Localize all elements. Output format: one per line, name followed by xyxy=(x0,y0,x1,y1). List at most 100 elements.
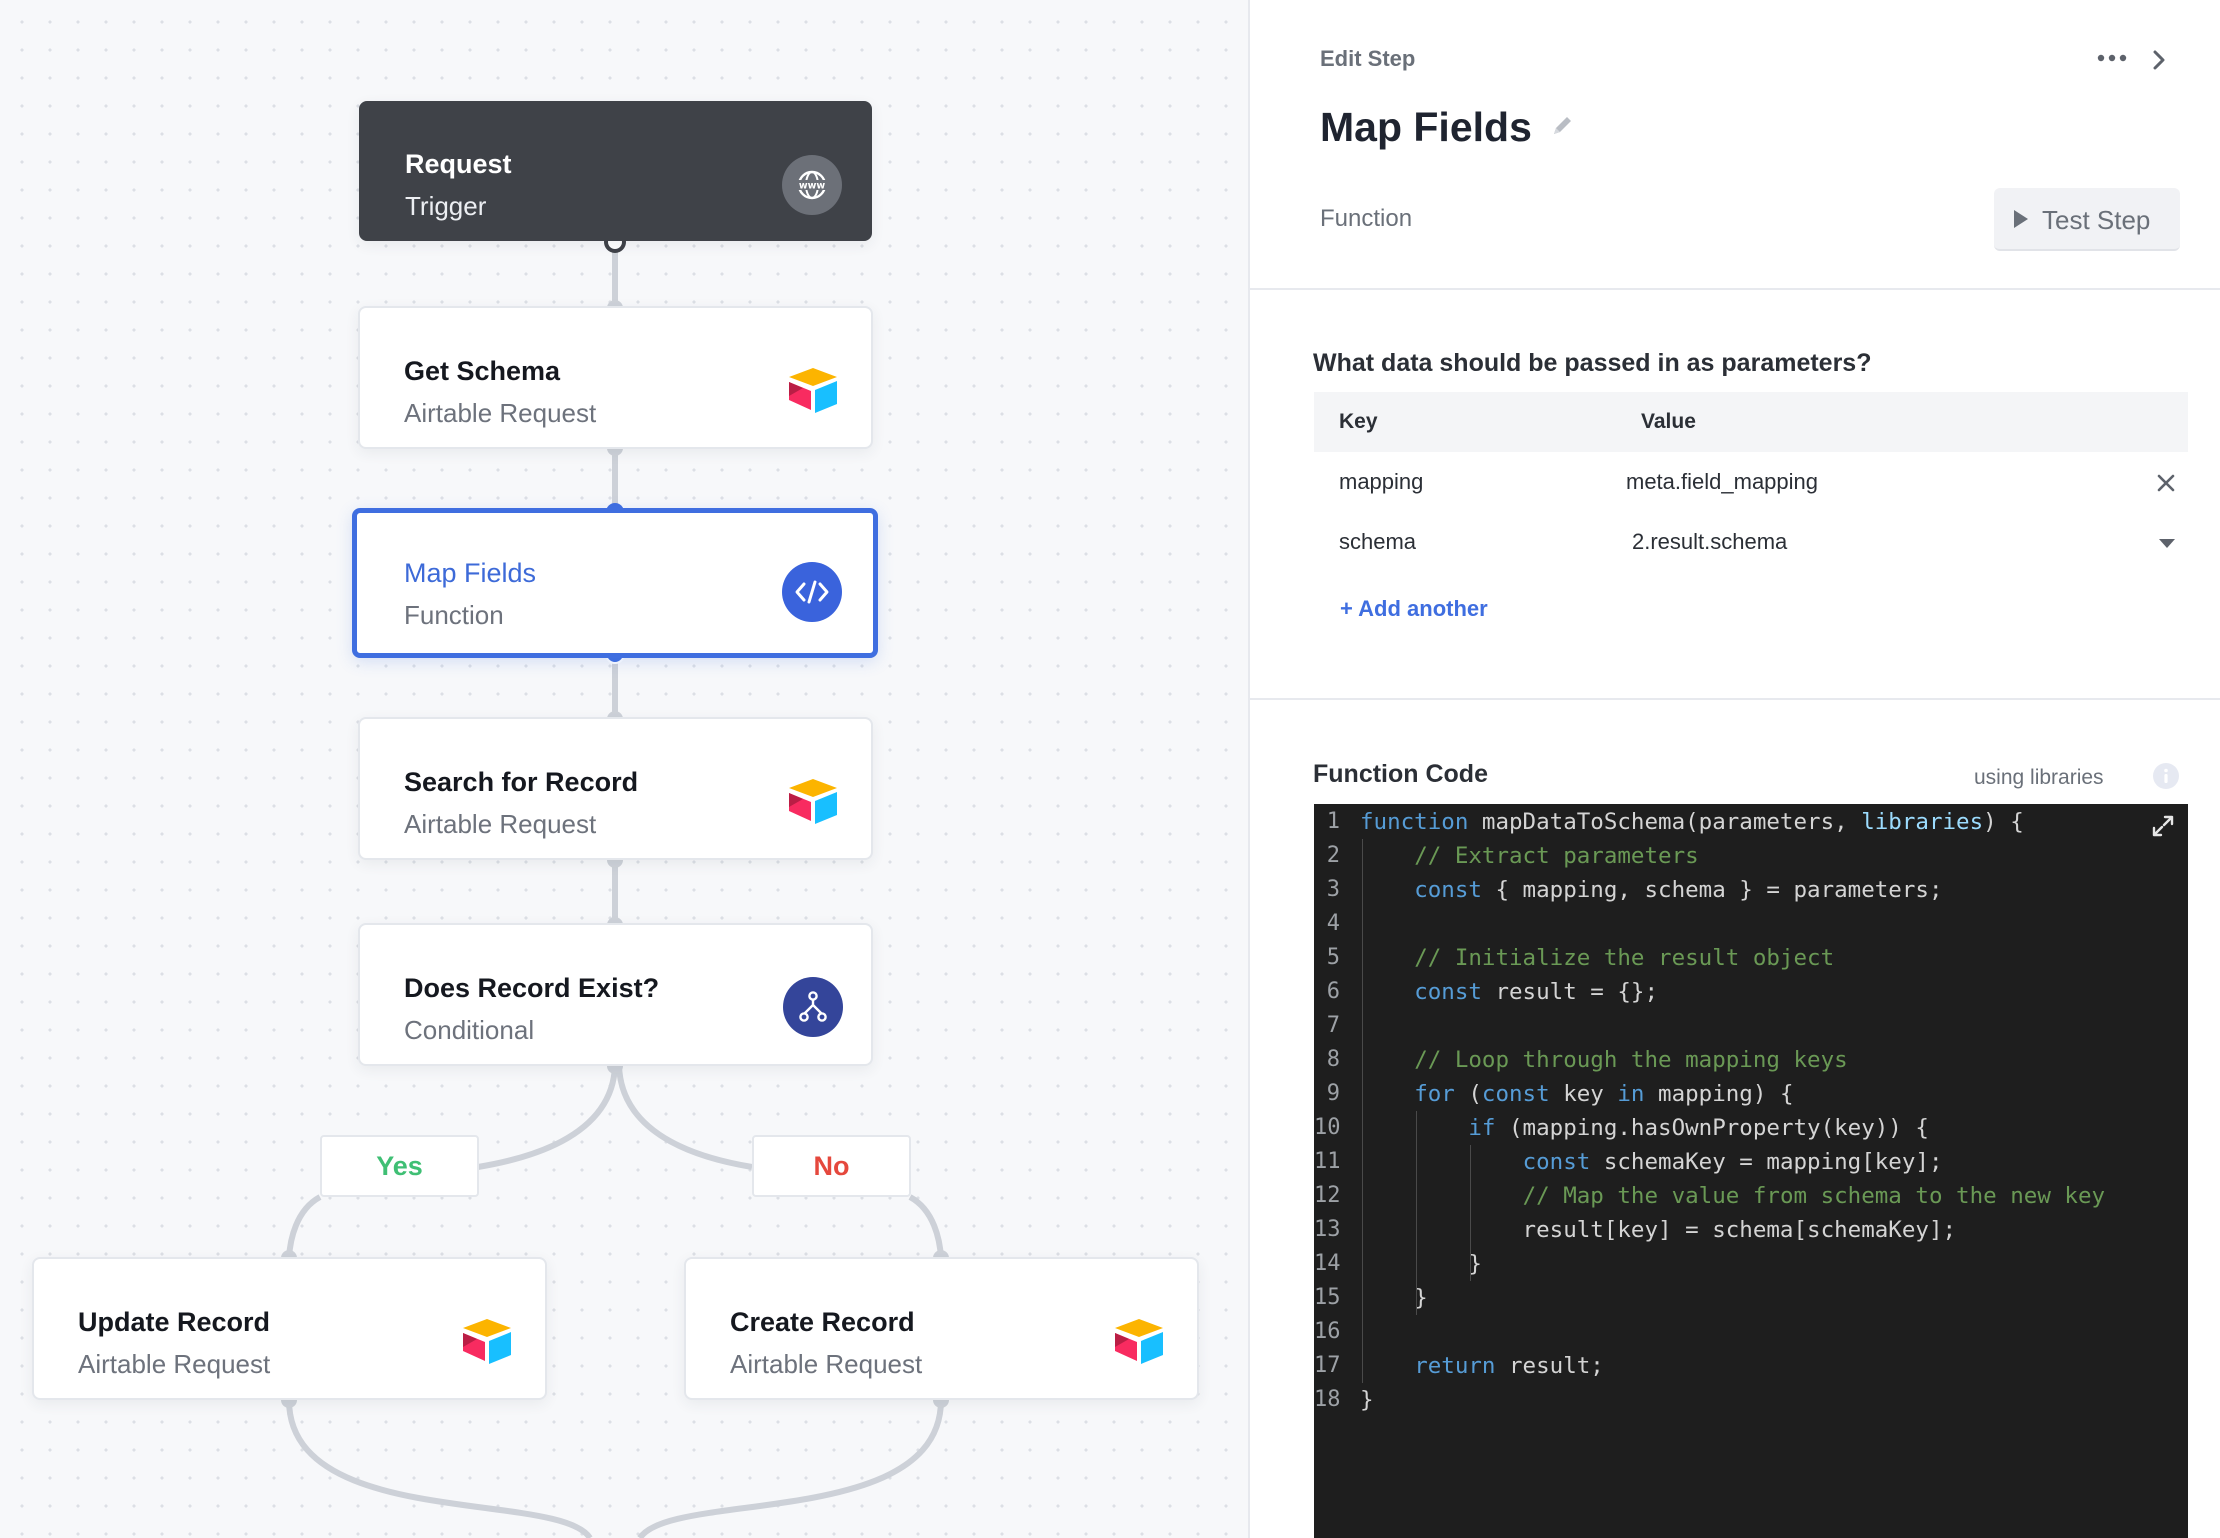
code-line: 12 // Map the value from schema to the n… xyxy=(1314,1179,2188,1213)
param-value[interactable]: 2.result.schema xyxy=(1632,529,1788,554)
node-title: Get Schema xyxy=(404,356,561,386)
test-step-button[interactable]: Test Step xyxy=(1994,188,2180,251)
more-options-icon[interactable] xyxy=(2093,46,2133,70)
panel-label: Edit Step xyxy=(1320,46,1416,71)
column-header-value: Value xyxy=(1641,410,1696,433)
code-line: 16 xyxy=(1314,1315,2188,1349)
line-number: 14 xyxy=(1314,1251,1341,1276)
node-subtitle: Trigger xyxy=(405,191,487,221)
line-number: 7 xyxy=(1326,1013,1340,1038)
code-line: 17 return result; xyxy=(1314,1349,2188,1383)
code-line: 2 // Extract parameters xyxy=(1314,839,2188,873)
edit-step-panel: Edit Step Map Fields Function Test Step … xyxy=(1248,0,2220,1538)
chevron-down-icon[interactable] xyxy=(2157,536,2177,550)
header-divider xyxy=(1250,288,2220,290)
node-subtitle: Airtable Request xyxy=(78,1349,271,1379)
code-text: function mapDataToSchema(parameters, lib… xyxy=(1360,809,2024,835)
globe-www-icon: www xyxy=(782,155,842,215)
indent-guide xyxy=(1362,839,1363,1383)
code-text: // Initialize the result object xyxy=(1414,945,1835,971)
node-subtitle: Airtable Request xyxy=(404,398,597,428)
code-line: 4 xyxy=(1314,907,2188,941)
connector-create-merge xyxy=(637,1399,944,1538)
workflow-canvas[interactable]: Request Trigger www Get Schema Airtable … xyxy=(0,0,1248,1538)
airtable-logo-icon xyxy=(1109,1311,1169,1371)
branch-icon xyxy=(783,977,843,1037)
line-number: 3 xyxy=(1326,877,1340,902)
chevron-right-icon[interactable] xyxy=(2147,46,2171,74)
code-icon xyxy=(782,562,842,622)
line-number: 1 xyxy=(1326,809,1340,834)
node-subtitle: Airtable Request xyxy=(730,1349,923,1379)
connector-branch-no xyxy=(616,1065,753,1170)
param-row: mapping meta.field_mapping xyxy=(1314,452,2188,512)
params-question: What data should be passed in as paramet… xyxy=(1313,349,1872,377)
info-icon[interactable] xyxy=(2152,762,2180,790)
edit-title-pencil-icon[interactable] xyxy=(1548,112,1576,140)
node-create-record[interactable]: Create Record Airtable Request xyxy=(684,1257,1199,1400)
indent-guide xyxy=(1416,1111,1418,1315)
node-title: Map Fields xyxy=(404,558,537,588)
node-update-record[interactable]: Update Record Airtable Request xyxy=(32,1257,547,1400)
code-text: } xyxy=(1360,1251,1482,1277)
node-does-record-exist[interactable]: Does Record Exist? Conditional xyxy=(358,923,873,1066)
code-line: 3 const { mapping, schema } = parameters… xyxy=(1314,873,2188,907)
function-code-title: Function Code xyxy=(1313,760,1488,788)
code-line: 13 result[key] = schema[schemaKey]; xyxy=(1314,1213,2188,1247)
param-key[interactable]: mapping xyxy=(1339,469,1424,494)
line-number: 15 xyxy=(1314,1285,1341,1310)
node-title: Request xyxy=(405,149,512,179)
code-text: const schemaKey = mapping[key]; xyxy=(1522,1149,1943,1175)
code-text: const result = {}; xyxy=(1414,979,1659,1005)
indent-guide xyxy=(1470,1145,1472,1281)
connector-no-to-create xyxy=(908,1194,944,1259)
line-number: 16 xyxy=(1314,1319,1341,1344)
connector-update-merge xyxy=(286,1399,593,1538)
line-number: 5 xyxy=(1326,945,1340,970)
code-line: 6 const result = {}; xyxy=(1314,975,2188,1009)
line-number: 18 xyxy=(1314,1387,1341,1412)
params-table-header: Key Value xyxy=(1314,392,2188,452)
branch-label-no: No xyxy=(752,1135,911,1197)
line-number: 2 xyxy=(1326,843,1340,868)
code-editor[interactable]: 1 function mapDataToSchema(parameters, li… xyxy=(1314,804,2188,1538)
code-text: } xyxy=(1360,1285,1428,1311)
node-subtitle: Airtable Request xyxy=(404,809,597,839)
node-request-trigger[interactable]: Request Trigger www xyxy=(359,101,872,241)
code-text: const { mapping, schema } = parameters; xyxy=(1414,877,1943,903)
play-icon xyxy=(2012,208,2030,230)
param-key[interactable]: schema xyxy=(1339,529,1417,554)
code-text: // Map the value from schema to the new … xyxy=(1522,1183,2106,1209)
code-text: // Loop through the mapping keys xyxy=(1414,1047,1848,1073)
expand-editor-icon[interactable] xyxy=(2151,814,2175,838)
column-header-key: Key xyxy=(1339,410,1378,433)
airtable-logo-icon xyxy=(783,360,843,420)
node-title: Update Record xyxy=(78,1307,271,1337)
line-number: 8 xyxy=(1326,1047,1340,1072)
node-title: Create Record xyxy=(730,1307,915,1337)
node-get-schema[interactable]: Get Schema Airtable Request xyxy=(358,306,873,449)
param-value[interactable]: meta.field_mapping xyxy=(1626,469,1819,494)
code-text: // Extract parameters xyxy=(1414,843,1699,869)
step-type: Function xyxy=(1320,205,1413,232)
node-map-fields[interactable]: Map Fields Function xyxy=(352,508,878,658)
line-number: 17 xyxy=(1314,1353,1341,1378)
step-title: Map Fields xyxy=(1320,104,1532,150)
line-number: 9 xyxy=(1326,1081,1340,1106)
code-text: } xyxy=(1360,1387,1374,1413)
params-divider xyxy=(1250,698,2220,700)
test-step-label: Test Step xyxy=(2042,205,2151,235)
node-search-for-record[interactable]: Search for Record Airtable Request xyxy=(358,717,873,860)
node-title: Search for Record xyxy=(404,767,639,797)
code-line: 10 if (mapping.hasOwnProperty(key)) { xyxy=(1314,1111,2188,1145)
line-number: 13 xyxy=(1314,1217,1341,1242)
add-another-link[interactable]: + Add another xyxy=(1340,596,1488,621)
code-line: 8 // Loop through the mapping keys xyxy=(1314,1043,2188,1077)
connector-branch-yes xyxy=(477,1065,618,1170)
connector-yes-to-update xyxy=(286,1194,322,1259)
code-line: 11 const schemaKey = mapping[key]; xyxy=(1314,1145,2188,1179)
code-text: result[key] = schema[schemaKey]; xyxy=(1360,1217,1957,1243)
remove-param-close-icon[interactable] xyxy=(2155,472,2177,494)
code-text: for (const key in mapping) { xyxy=(1414,1081,1794,1107)
code-line: 5 // Initialize the result object xyxy=(1314,941,2188,975)
